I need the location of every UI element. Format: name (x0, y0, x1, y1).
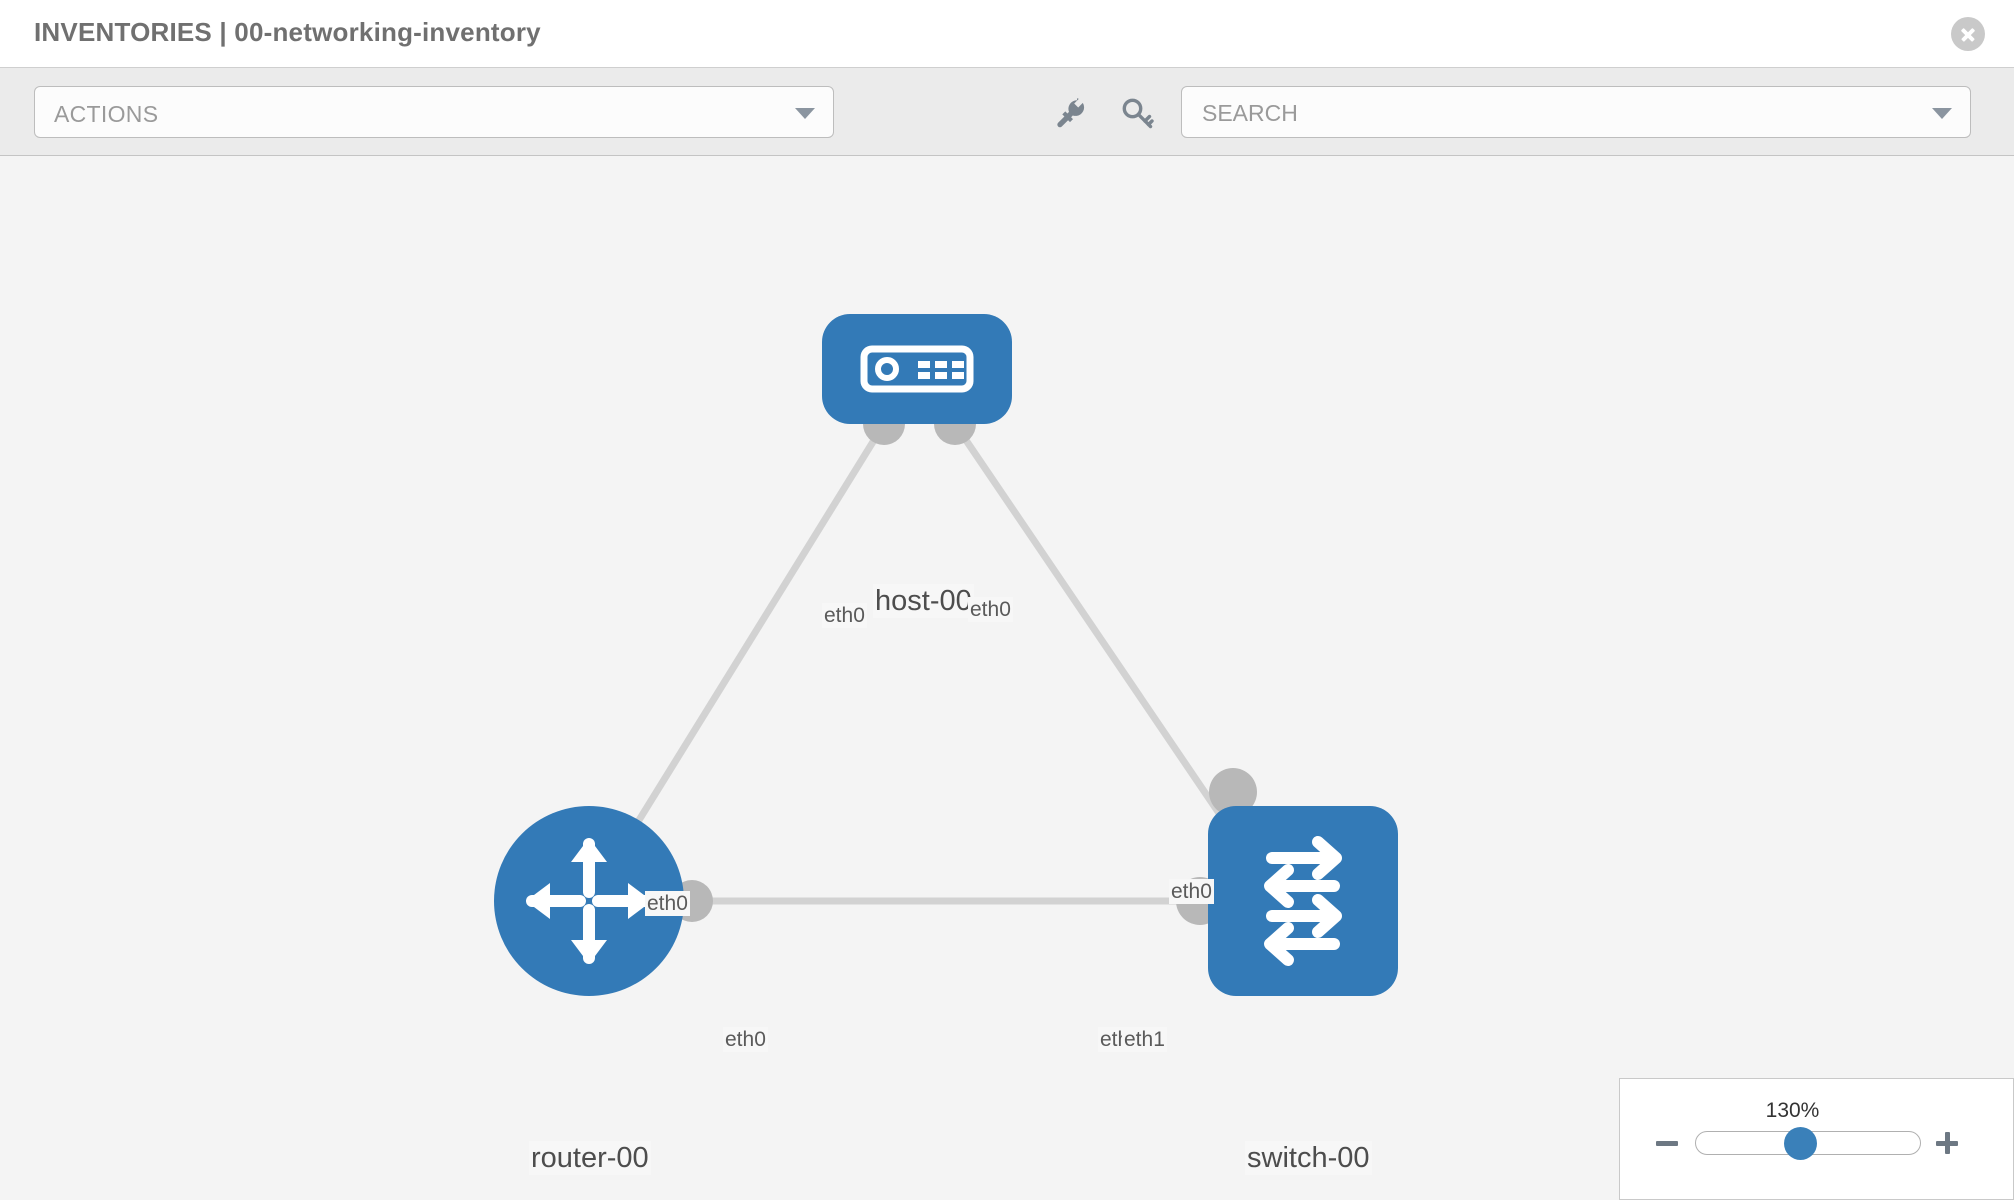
node-label-router-00: router-00 (529, 1141, 651, 1175)
edge-label-router-eth0-uplink: eth0 (645, 891, 690, 916)
zoom-slider-thumb[interactable] (1784, 1127, 1817, 1160)
search-input[interactable] (1200, 87, 1904, 139)
toolbar: ACTIONS (0, 68, 2014, 156)
chevron-down-icon (795, 108, 815, 119)
key-icon[interactable] (1120, 96, 1154, 130)
connector-switch-top (1209, 768, 1257, 816)
topology-edges (586, 403, 1257, 925)
zoom-level-label: 130% (1765, 1099, 1820, 1122)
topology-canvas[interactable]: host-00 router-00 switch-00 eth0 eth0 et… (0, 156, 2014, 1200)
edge-label-switch-eth0-uplink: eth0 (1169, 879, 1214, 904)
actions-dropdown-label: ACTIONS (54, 101, 159, 127)
page-header: INVENTORIES | 00-networking-inventory (0, 0, 2014, 68)
node-host-00[interactable] (822, 314, 1012, 424)
edge-label-router-eth0: eth0 (723, 1027, 768, 1052)
chevron-down-icon[interactable] (1932, 108, 1952, 119)
zoom-control-panel: 130% (1619, 1078, 2014, 1200)
edge-label-switch-eth1: eth1 (1122, 1027, 1167, 1052)
search-field[interactable] (1181, 86, 1971, 139)
node-label-switch-00: switch-00 (1245, 1141, 1372, 1175)
actions-dropdown[interactable]: ACTIONS (34, 86, 834, 138)
edge-host-switch (952, 422, 1251, 858)
zoom-in-button[interactable] (1933, 1129, 1961, 1157)
switch-icon (1264, 836, 1342, 966)
close-icon[interactable] (1951, 17, 1985, 51)
edge-label-host-eth0-right: eth0 (968, 597, 1013, 622)
page-title: INVENTORIES | 00-networking-inventory (34, 17, 541, 47)
wrench-icon[interactable] (1052, 96, 1086, 130)
router-icon (526, 838, 652, 964)
server-icon (860, 345, 974, 393)
zoom-out-button[interactable] (1653, 1129, 1681, 1157)
node-label-host-00: host-00 (873, 584, 974, 618)
edge-label-host-eth0-left: eth0 (822, 603, 867, 628)
node-switch-00[interactable] (1208, 806, 1398, 996)
